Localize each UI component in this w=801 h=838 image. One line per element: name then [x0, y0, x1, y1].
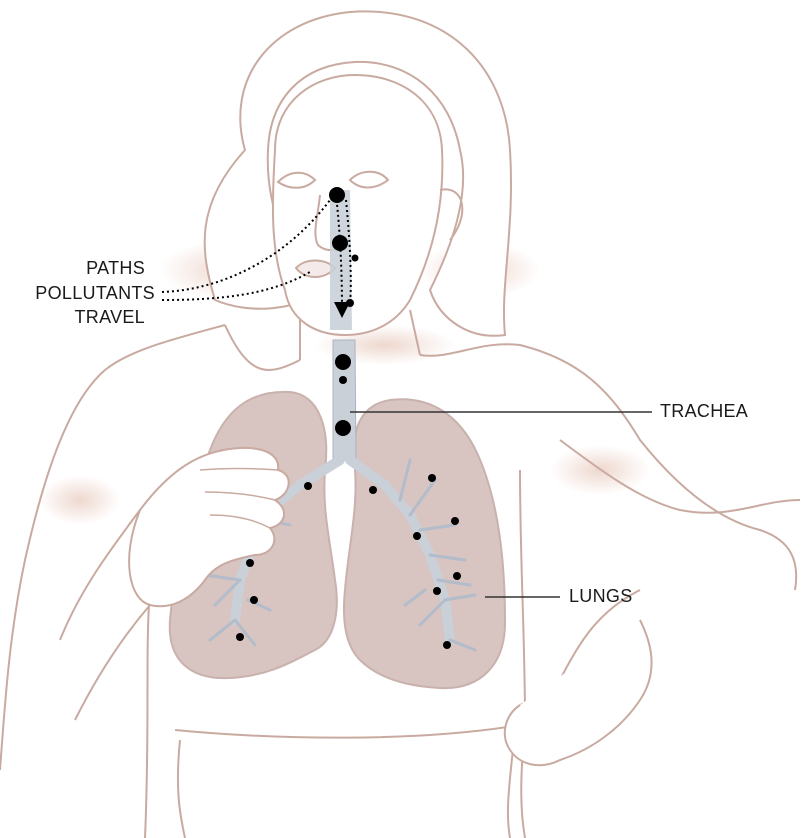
particle — [246, 559, 254, 567]
particle — [352, 255, 359, 262]
particle — [428, 474, 436, 482]
lower-body — [178, 730, 515, 838]
arm-shade-left — [40, 475, 120, 525]
particle — [451, 517, 459, 525]
particle — [433, 587, 441, 595]
label-paths-line1: PATHS — [40, 258, 145, 279]
particle — [329, 187, 345, 203]
particle — [346, 299, 354, 307]
particle — [332, 235, 348, 251]
torso-side-left — [145, 590, 150, 838]
torso-side-right — [520, 470, 525, 838]
particle — [304, 482, 312, 490]
hand-right — [505, 620, 652, 765]
particle — [413, 532, 421, 540]
particle — [250, 596, 258, 604]
label-lungs: LUNGS — [569, 586, 633, 607]
particle — [335, 420, 351, 436]
waist-line — [175, 725, 520, 738]
particle — [369, 486, 377, 494]
particle — [443, 641, 451, 649]
face-outline — [273, 75, 442, 335]
particle — [236, 633, 244, 641]
particle — [453, 572, 461, 580]
label-paths-line3: TRAVEL — [40, 307, 145, 328]
particle — [335, 354, 351, 370]
label-trachea: TRACHEA — [660, 401, 748, 422]
particle — [339, 376, 347, 384]
label-paths-line2: POLLUTANTS — [0, 283, 155, 304]
